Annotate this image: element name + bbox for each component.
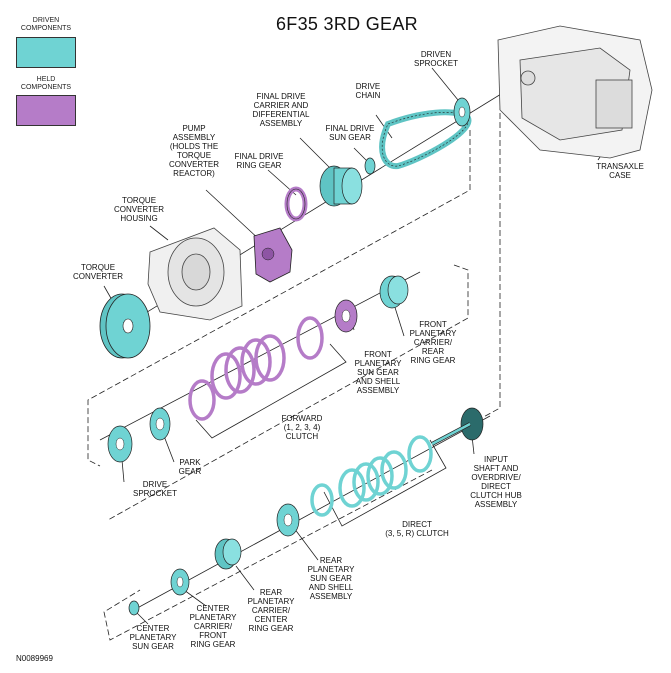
label-input-shaft: INPUT SHAFT AND OVERDRIVE/ DIRECT CLUTCH… [470, 455, 522, 509]
torque-converter [99, 293, 151, 359]
pump-assembly [253, 227, 293, 283]
label-front-planetary-sun: FRONT PLANETARY SUN GEAR AND SHELL ASSEM… [354, 350, 402, 395]
label-rear-planetary-sun: REAR PLANETARY SUN GEAR AND SHELL ASSEMB… [307, 556, 355, 601]
front-planetary-sun-gear [334, 299, 358, 333]
driven-sprocket [453, 97, 471, 127]
front-planetary-carrier [379, 275, 409, 309]
label-front-planetary-carrier: FRONT PLANETARY CARRIER/ REAR RING GEAR [409, 320, 457, 365]
center-planetary-sun-gear [128, 600, 140, 616]
label-transaxle-case: TRANSAXLE CASE [596, 162, 644, 180]
case-connector [477, 95, 501, 421]
final-drive-sun-gear [364, 157, 376, 175]
legend-driven-label: DRIVEN COMPONENTS [20, 17, 72, 32]
forward-clutch-plates [188, 316, 324, 421]
leader-driven-sprocket [431, 67, 459, 101]
transaxle-case [497, 25, 653, 159]
leader-torque-converter [103, 285, 113, 301]
leader-drive-sprocket [121, 459, 125, 483]
leader-pump [205, 189, 263, 243]
page-title: 6F35 3RD GEAR [276, 14, 418, 34]
final-drive-carrier [319, 165, 363, 207]
leader-rear-sun [293, 527, 319, 561]
rear-planetary-sun-gear [276, 503, 300, 537]
legend-held-swatch [16, 95, 76, 126]
direct-clutch-plates [310, 435, 433, 517]
torque-converter-housing [147, 227, 243, 321]
leader-tc-housing [149, 225, 169, 241]
leader-rear-carrier [235, 565, 255, 591]
leader-park-gear [163, 435, 175, 463]
legend-held-label: HELD COMPONENTS [20, 76, 72, 91]
legend-driven-swatch [16, 37, 76, 68]
leader-final-drive-sun [353, 147, 369, 163]
drive-sprocket [107, 425, 133, 463]
lower-connector [103, 469, 433, 641]
rear-planetary-carrier [214, 538, 242, 570]
upper-connector [87, 130, 471, 467]
middle-connector [107, 264, 469, 521]
label-final-drive-sun: FINAL DRIVE SUN GEAR [325, 124, 375, 142]
label-driven-sprocket: DRIVEN SPROCKET [413, 50, 458, 68]
center-planetary-carrier [170, 568, 190, 596]
direct-clutch-bracket [323, 439, 447, 527]
label-rear-planetary-carrier: REAR PLANETARY CARRIER/ CENTER RING GEAR [247, 588, 295, 633]
figure-code: N0089969 [16, 654, 53, 663]
label-center-planetary-sun: CENTER PLANETARY SUN GEAR [129, 624, 177, 651]
leader-final-drive-carrier [299, 137, 331, 169]
forward-clutch-bracket [195, 343, 347, 439]
label-park-gear: PARK GEAR [178, 458, 202, 476]
final-drive-ring-gear [284, 186, 308, 222]
label-forward-clutch: FORWARD (1, 2, 3, 4) CLUTCH [281, 414, 323, 441]
label-final-drive-carrier: FINAL DRIVE CARRIER AND DIFFERENTIAL ASS… [252, 92, 310, 128]
leader-center-carrier [183, 589, 207, 607]
drive-chain-links [381, 112, 469, 167]
label-tc-housing: TORQUE CONVERTER HOUSING [113, 196, 165, 223]
label-drive-chain: DRIVE CHAIN [355, 82, 381, 100]
label-center-planetary-carrier: CENTER PLANETARY CARRIER/ FRONT RING GEA… [189, 604, 237, 649]
label-pump-assembly: PUMP ASSEMBLY (HOLDS THE TORQUE CONVERTE… [168, 124, 220, 178]
park-gear [149, 407, 171, 441]
label-drive-sprocket: DRIVE SPROCKET [132, 480, 177, 498]
leader-center-sun [135, 611, 149, 625]
label-torque-converter: TORQUE CONVERTER [72, 263, 124, 281]
label-direct-clutch: DIRECT (3, 5, R) CLUTCH [385, 520, 449, 538]
input-shaft [431, 407, 484, 446]
label-final-drive-ring: FINAL DRIVE RING GEAR [234, 152, 284, 170]
